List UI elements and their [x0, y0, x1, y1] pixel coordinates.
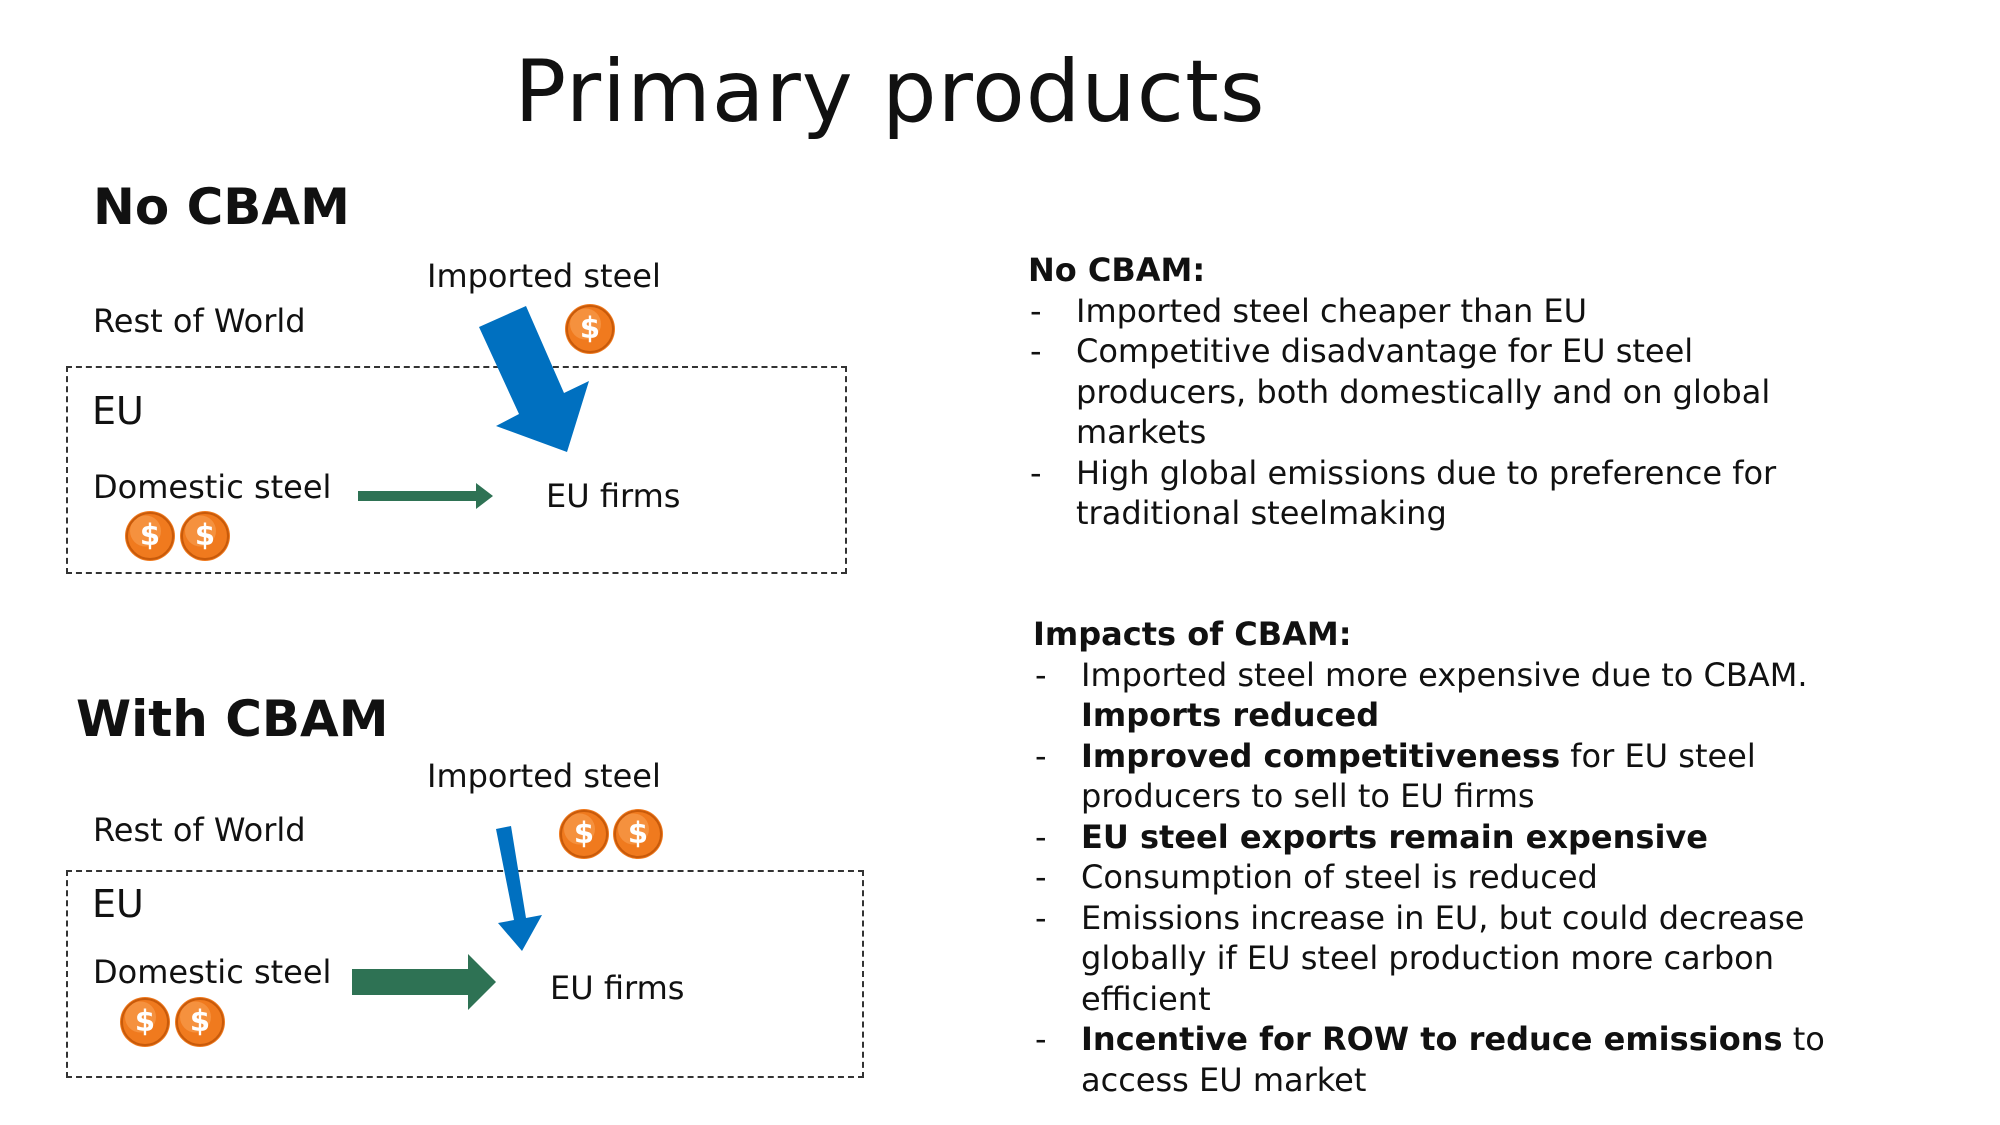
bullet-dash: - [1030, 291, 1042, 330]
bullet-text: Competitive disadvantage for EU steel pr… [1076, 332, 1771, 451]
no-cbam-bullet: -High global emissions due to preference… [1028, 453, 1788, 534]
bullet-text-bold: Improved competitiveness [1081, 736, 1561, 775]
with-cbam-eu-firms-label: EU firms [550, 969, 685, 1007]
bullet-dash: - [1035, 655, 1047, 694]
bullet-dash: - [1035, 817, 1047, 856]
dollar-coin-icon: $ [613, 809, 663, 859]
no-cbam-imported-steel-coins: $ [565, 304, 615, 354]
impacts-bullet: -Incentive for ROW to reduce emissions t… [1033, 1019, 1903, 1100]
dollar-coin-icon: $ [565, 304, 615, 354]
no-cbam-eu-boundary [66, 366, 847, 574]
no-cbam-heading: No CBAM [93, 178, 350, 236]
bullet-text: for EU steel producers to sell to EU fir… [1081, 736, 1756, 816]
dollar-coin-icon: $ [559, 809, 609, 859]
no-cbam-bullet: -Imported steel cheaper than EU [1028, 291, 1788, 332]
with-cbam-heading: With CBAM [76, 690, 389, 748]
bullet-dash: - [1030, 332, 1042, 370]
impacts-panel-heading: Impacts of CBAM: [1033, 615, 1352, 653]
no-cbam-eu-firms-label: EU firms [546, 477, 681, 515]
bullet-text: Imported steel more expensive due to CBA… [1081, 655, 1808, 694]
bullet-text: Consumption of steel is reduced [1081, 858, 1598, 896]
bullet-dash: - [1035, 898, 1047, 937]
with-cbam-rest-of-world-label: Rest of World [93, 811, 306, 849]
no-cbam-panel-heading: No CBAM: [1028, 251, 1206, 289]
bullet-dash: - [1035, 1020, 1047, 1058]
svg-text:$: $ [574, 816, 594, 850]
impacts-bullet: -EU steel exports remain expensive [1033, 817, 1903, 858]
impacts-bullet: -Imported steel more expensive due to CB… [1033, 655, 1903, 736]
page-title: Primary products [514, 42, 1266, 142]
svg-text:$: $ [580, 311, 600, 345]
bullet-text-bold: EU steel exports remain expensive [1081, 817, 1708, 856]
impacts-bullet: -Consumption of steel is reduced [1033, 857, 1903, 898]
no-cbam-bullet-list: -Imported steel cheaper than EU-Competit… [1028, 291, 1788, 534]
no-cbam-eu-label: EU [92, 389, 144, 433]
no-cbam-domestic-steel-label: Domestic steel [93, 468, 332, 506]
impacts-bullet: -Improved competitiveness for EU steel p… [1033, 736, 1903, 817]
with-cbam-eu-label: EU [92, 882, 144, 926]
bullet-dash: - [1035, 736, 1047, 775]
bullet-text-bold: Imports reduced [1081, 696, 1380, 734]
svg-text:$: $ [628, 816, 648, 850]
bullet-dash: - [1030, 453, 1042, 492]
impacts-bullet-list: -Imported steel more expensive due to CB… [1033, 655, 1903, 1101]
impacts-bullet: -Emissions increase in EU, but could dec… [1033, 898, 1903, 1020]
no-cbam-imported-steel-label: Imported steel [427, 257, 661, 295]
bullet-text: High global emissions due to preference … [1076, 453, 1777, 533]
bullet-text: to access EU market [1081, 1020, 1825, 1099]
impacts-panel: Impacts of CBAM: -Imported steel more ex… [1033, 614, 1903, 1100]
bullet-text-bold: Incentive for ROW to reduce emissions [1081, 1020, 1783, 1058]
no-cbam-panel: No CBAM: -Imported steel cheaper than EU… [1028, 250, 1788, 534]
no-cbam-rest-of-world-label: Rest of World [93, 302, 306, 340]
no-cbam-bullet: -Competitive disadvantage for EU steel p… [1028, 331, 1788, 453]
bullet-dash: - [1035, 858, 1047, 896]
bullet-text: Emissions increase in EU, but could decr… [1081, 898, 1805, 1018]
with-cbam-imported-steel-coins: $$ [559, 809, 663, 859]
with-cbam-domestic-steel-label: Domestic steel [93, 953, 332, 991]
bullet-text: Imported steel cheaper than EU [1076, 291, 1588, 330]
with-cbam-imported-steel-label: Imported steel [427, 757, 661, 795]
with-cbam-eu-boundary [66, 870, 864, 1078]
